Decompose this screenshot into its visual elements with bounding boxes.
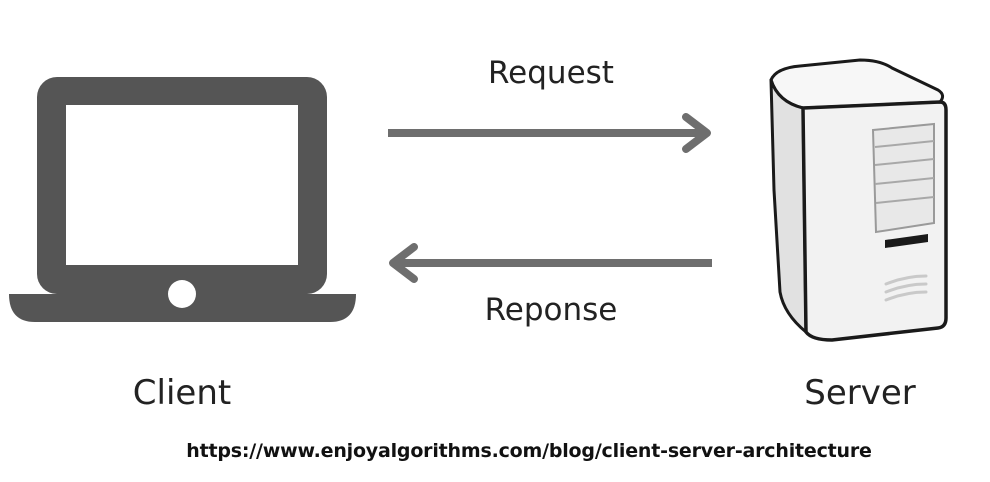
request-label: Request bbox=[488, 55, 614, 91]
client-label: Client bbox=[132, 373, 232, 413]
server-tower-icon bbox=[769, 58, 948, 342]
server-label: Server bbox=[804, 373, 916, 413]
response-label: Reponse bbox=[484, 292, 618, 328]
laptop-icon bbox=[9, 77, 356, 322]
request-arrow bbox=[388, 113, 711, 153]
response-arrow bbox=[389, 243, 712, 283]
source-url: https://www.enjoyalgorithms.com/blog/cli… bbox=[186, 440, 872, 462]
